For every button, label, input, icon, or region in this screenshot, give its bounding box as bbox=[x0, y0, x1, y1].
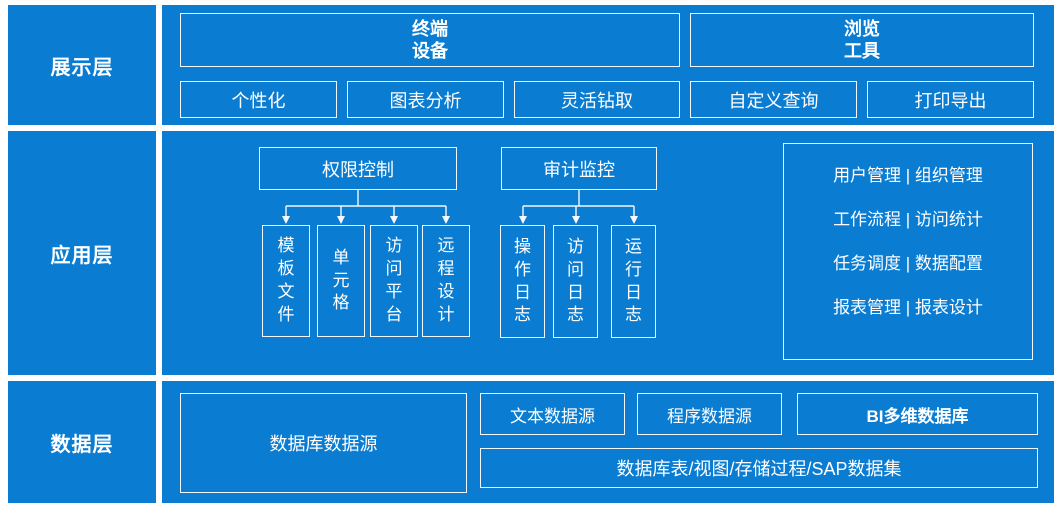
layer-label-data: 数据层 bbox=[8, 381, 156, 503]
log-box-runtime: 运行日志 bbox=[611, 225, 656, 338]
feature-box-flexible-drill: 灵活钻取 bbox=[514, 81, 680, 118]
module-box-template-file: 模板文件 bbox=[262, 225, 310, 337]
layer-label-application: 应用层 bbox=[8, 131, 156, 375]
panel-row-report-design: 报表管理 | 报表设计 bbox=[833, 298, 983, 317]
layer-label-presentation: 展示层 bbox=[8, 5, 156, 125]
module-box-label: 访问平台 bbox=[385, 236, 403, 324]
database-objects-box: 数据库表/视图/存储过程/SAP数据集 bbox=[480, 448, 1038, 488]
module-box-label: 单元格 bbox=[332, 247, 350, 313]
database-source-box: 数据库数据源 bbox=[180, 393, 467, 493]
module-box-cell: 单元格 bbox=[317, 225, 365, 337]
feature-box-personalization: 个性化 bbox=[180, 81, 337, 118]
terminal-device-box: 终端 设备 bbox=[180, 13, 680, 67]
log-box-label: 运行日志 bbox=[625, 236, 642, 325]
module-box-remote-design: 远程设计 bbox=[422, 225, 470, 337]
feature-box-print-export: 打印导出 bbox=[867, 81, 1034, 118]
panel-row-workflow-stats: 工作流程 | 访问统计 bbox=[833, 210, 983, 229]
application-band: 权限控制 模板文件 单元格 访问平台 远程设计 审计监控 bbox=[162, 131, 1054, 375]
log-box-access: 访问日志 bbox=[553, 225, 598, 338]
audit-tree-connector-lines bbox=[519, 190, 638, 224]
text-source-box: 文本数据源 bbox=[480, 393, 625, 435]
log-box-label: 访问日志 bbox=[567, 236, 584, 325]
log-box-operation: 操作日志 bbox=[500, 225, 545, 338]
module-box-access-platform: 访问平台 bbox=[370, 225, 418, 337]
bi-multidim-db-box: BI多维数据库 bbox=[797, 393, 1038, 435]
feature-box-custom-query: 自定义查询 bbox=[690, 81, 857, 118]
log-box-label: 操作日志 bbox=[514, 236, 531, 325]
permission-tree-connector-lines bbox=[282, 190, 450, 224]
program-source-box: 程序数据源 bbox=[637, 393, 782, 435]
panel-row-task-dataconfig: 任务调度 | 数据配置 bbox=[833, 254, 983, 273]
presentation-band: 终端 设备 浏览 工具 个性化 图表分析 灵活钻取 自定义查询 打印导出 bbox=[162, 5, 1054, 125]
module-box-label: 模板文件 bbox=[277, 236, 295, 324]
audit-monitor-box: 审计监控 bbox=[501, 147, 657, 190]
browse-tool-box: 浏览 工具 bbox=[690, 13, 1034, 67]
feature-box-chart-analysis: 图表分析 bbox=[347, 81, 504, 118]
management-panel: 用户管理 | 组织管理 工作流程 | 访问统计 任务调度 | 数据配置 报表管理… bbox=[783, 143, 1033, 360]
permission-control-box: 权限控制 bbox=[259, 147, 457, 190]
data-band: 数据库数据源 文本数据源 程序数据源 BI多维数据库 数据库表/视图/存储过程/… bbox=[162, 381, 1054, 503]
module-box-label: 远程设计 bbox=[437, 236, 455, 324]
panel-row-user-org: 用户管理 | 组织管理 bbox=[833, 166, 983, 185]
